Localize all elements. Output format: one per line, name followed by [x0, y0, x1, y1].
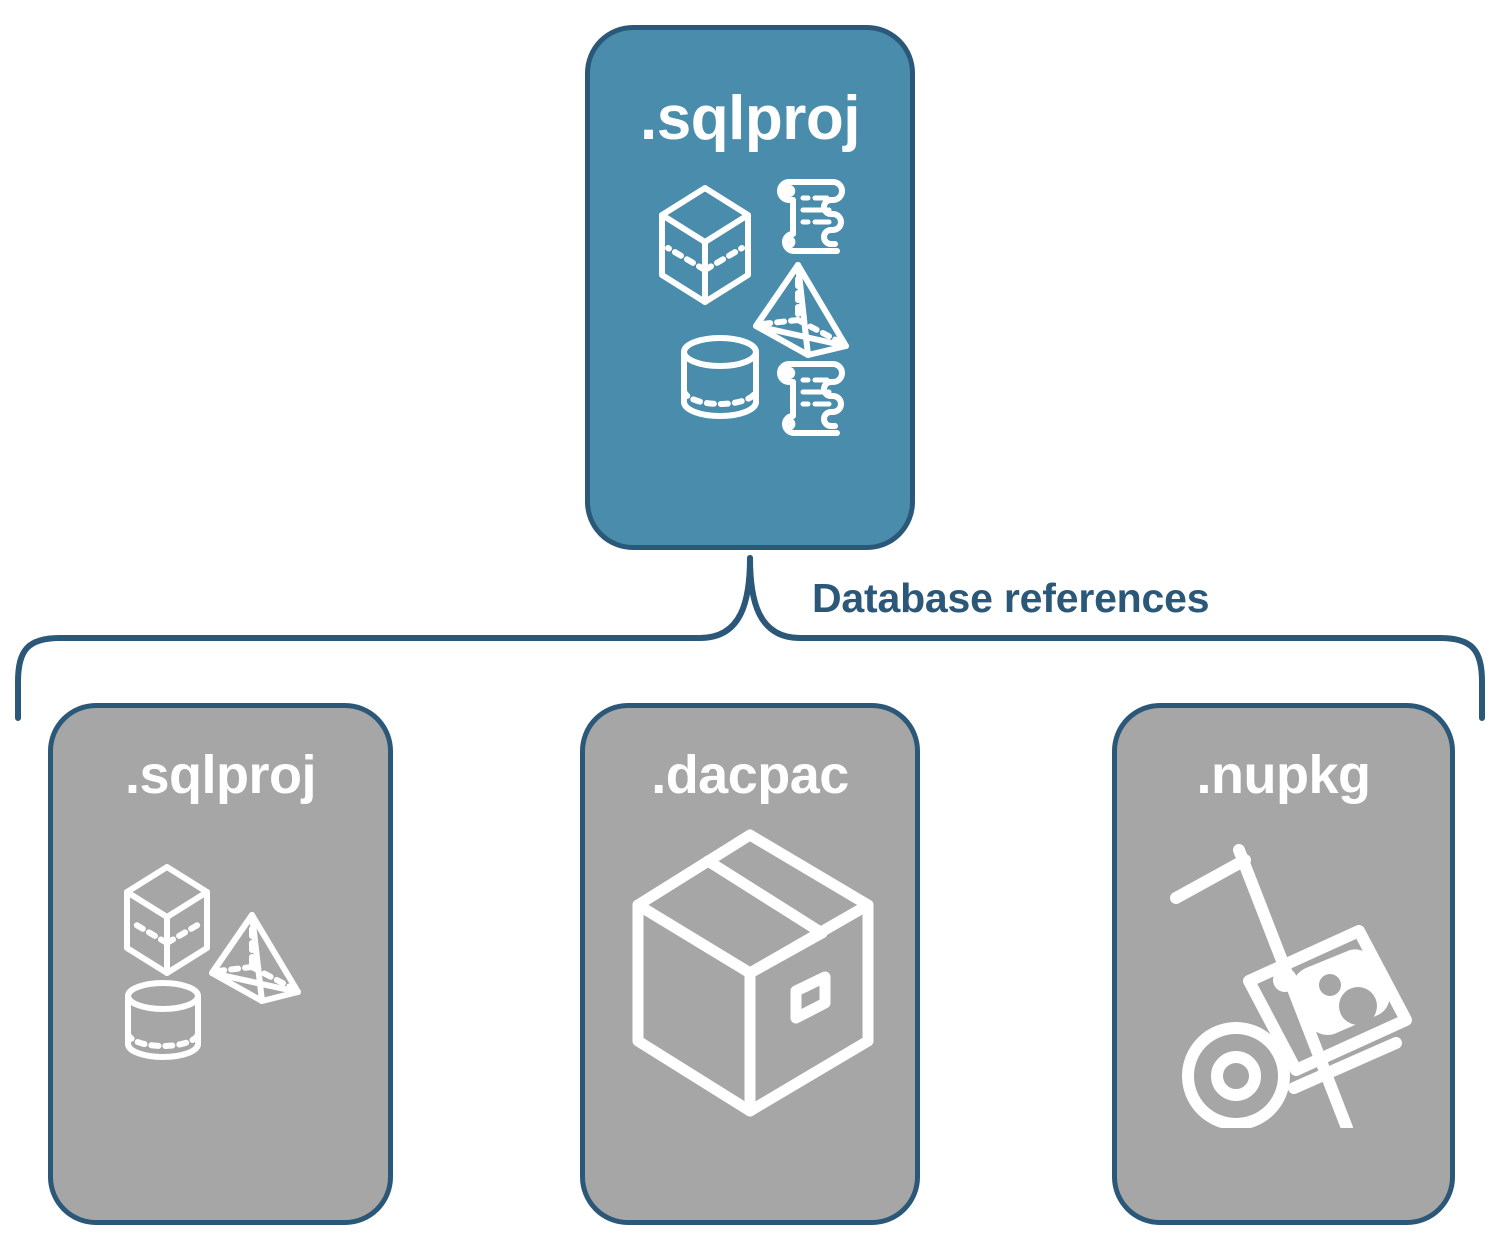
node-child-dacpac-label: .dacpac — [651, 745, 849, 805]
cylinder-icon — [681, 335, 759, 419]
node-child-nupkg-icons — [1117, 838, 1450, 1128]
hand-truck-icon — [1169, 844, 1412, 1128]
cube-icon — [124, 864, 210, 976]
scroll-icon — [777, 361, 845, 436]
node-root-sqlproj-label: .sqlproj — [640, 84, 860, 153]
pyramid-icon — [209, 912, 301, 1004]
node-child-sqlproj-icons — [53, 848, 388, 1063]
package-box-icon — [632, 829, 874, 1117]
node-child-nupkg-label: .nupkg — [1196, 745, 1371, 805]
pyramid-icon — [753, 262, 849, 358]
node-root-sqlproj[interactable]: .sqlproj — [585, 25, 915, 550]
node-child-dacpac-icons — [585, 813, 915, 1133]
node-child-sqlproj[interactable]: .sqlproj — [48, 703, 393, 1225]
cube-icon — [659, 185, 751, 305]
connector-label: Database references — [812, 575, 1210, 621]
node-root-sqlproj-icons — [590, 170, 910, 440]
scroll-icon — [777, 179, 845, 254]
cylinder-icon — [125, 980, 201, 1060]
node-child-sqlproj-label: .sqlproj — [124, 745, 317, 805]
node-child-dacpac[interactable]: .dacpac — [580, 703, 920, 1225]
node-child-nupkg[interactable]: .nupkg — [1112, 703, 1455, 1225]
